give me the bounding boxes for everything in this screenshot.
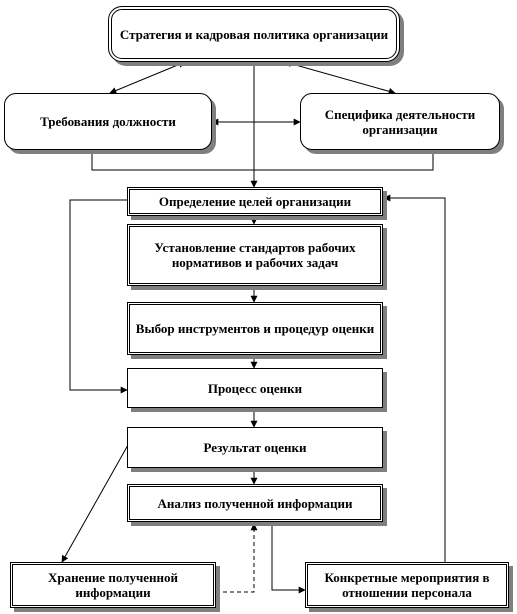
bracket-right	[254, 150, 434, 171]
node-goals-label: Определение целей организации	[158, 194, 352, 209]
node-strategy-label: Стратегия и кадровая политика организаци…	[119, 26, 389, 42]
arrow-analysis-measures	[271, 522, 306, 594]
node-goals: Определение целей организации	[127, 187, 383, 216]
node-measures: Конкретные мероприятия в отношении персо…	[305, 562, 509, 608]
node-tools-label: Выбор инструментов и процедур оценки	[135, 321, 375, 336]
node-analysis: Анализ полученной информации	[127, 484, 383, 522]
arrow-measures-goals-loop	[383, 194, 446, 562]
node-specifics: Специфика деятельности организации	[300, 93, 500, 150]
node-requirements-label: Требования должности	[40, 114, 176, 129]
node-storage: Хранение полученной информации	[10, 562, 216, 608]
node-process-label: Процесс оценки	[207, 380, 303, 396]
arrow-result-storage	[61, 444, 129, 563]
arrow-strategy-specifics	[284, 60, 396, 95]
arrow-strategy-requirements	[109, 61, 186, 94]
node-storage-label: Хранение полученной информации	[47, 570, 179, 600]
node-analysis-label: Анализ полученной информации	[157, 495, 353, 511]
node-standards-label: Установление стандартов рабочих норматив…	[154, 240, 356, 270]
node-process: Процесс оценки	[127, 368, 383, 408]
bracket-left	[91, 150, 254, 171]
arrow-goals-process-loop	[69, 199, 128, 394]
node-strategy: Стратегия и кадровая политика организаци…	[108, 6, 400, 62]
node-requirements: Требования должности	[4, 93, 212, 150]
node-result: Результат оценки	[127, 427, 383, 468]
node-measures-label: Конкретные мероприятия в отношении персо…	[324, 570, 490, 600]
node-specifics-label: Специфика деятельности организации	[324, 106, 476, 137]
node-standards: Установление стандартов рабочих норматив…	[127, 224, 383, 286]
node-result-label: Результат оценки	[203, 440, 307, 455]
arrow-storage-analysis-dashed	[216, 523, 258, 593]
node-tools: Выбор инструментов и процедур оценки	[127, 302, 383, 355]
